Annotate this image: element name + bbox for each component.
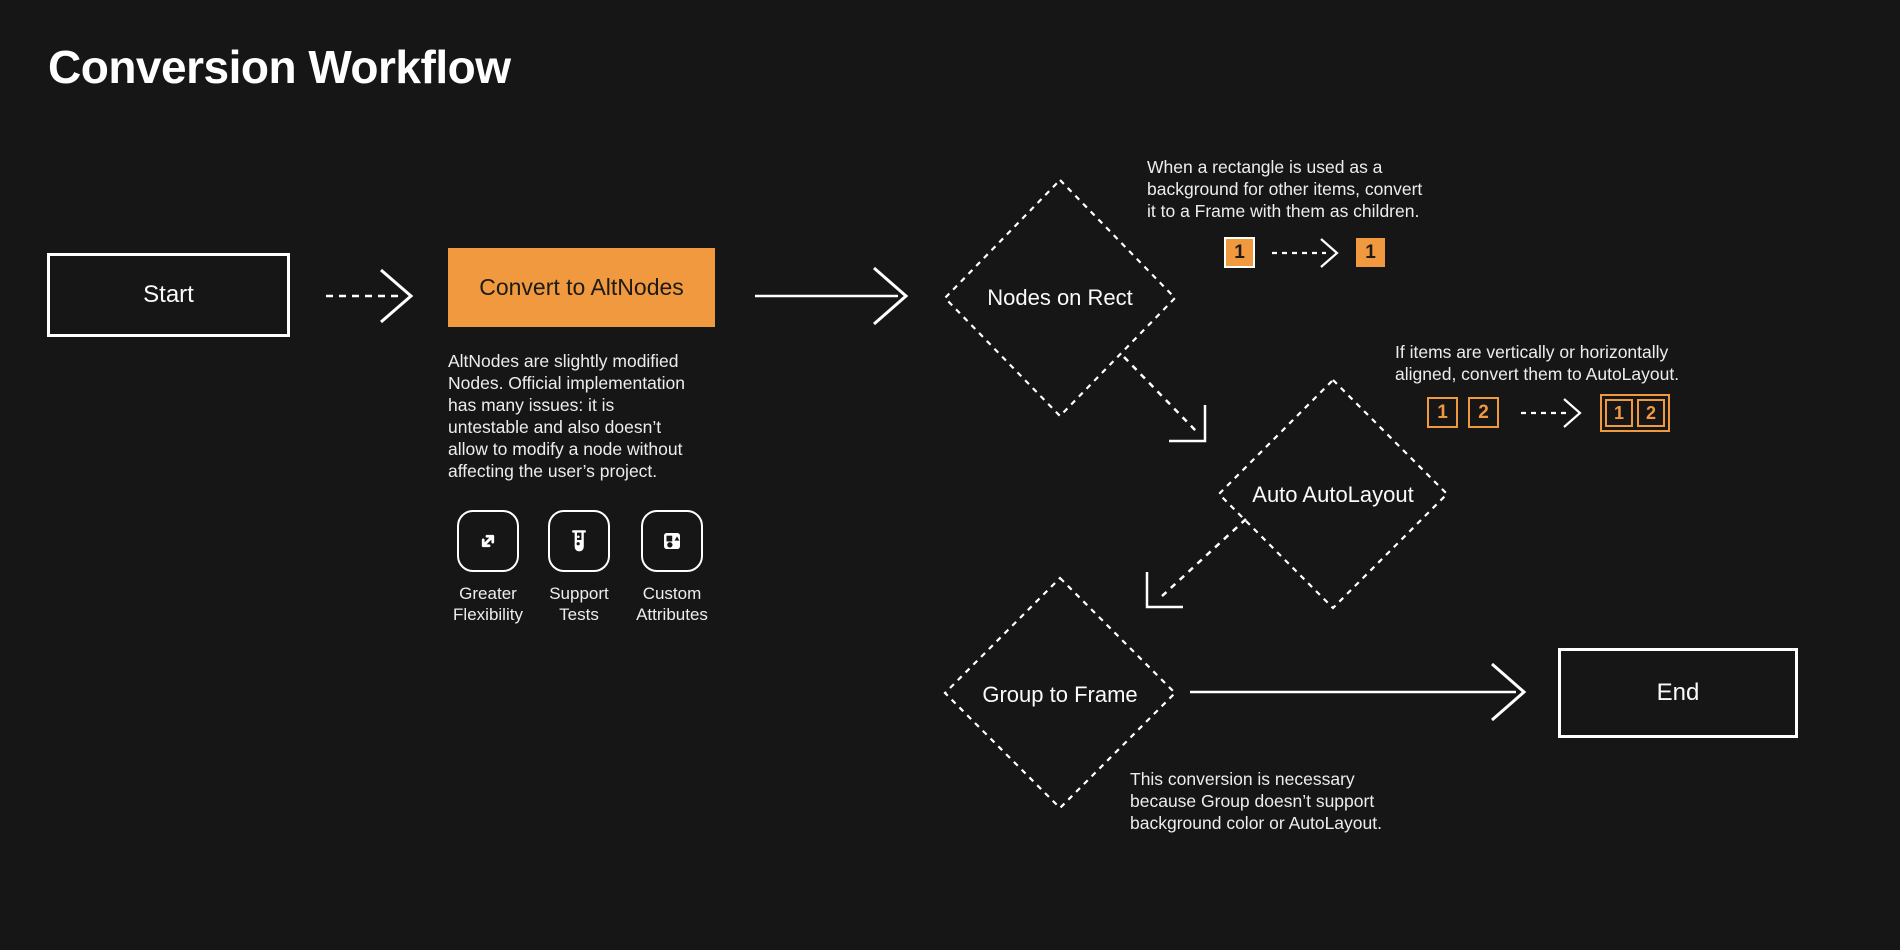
diamond-auto-autolayout bbox=[1217, 378, 1449, 610]
benefit-custom-attributes: Custom Attributes bbox=[620, 510, 724, 625]
benefit-support-tests: Support Tests bbox=[527, 510, 631, 625]
arrow-nodes-on-rect-to-auto-autolayout bbox=[1123, 356, 1207, 443]
demo-item-2: 2 bbox=[1468, 397, 1499, 428]
demo-frame-after-box: 1 bbox=[1356, 238, 1385, 267]
node-auto-autolayout-label: Auto AutoLayout bbox=[1252, 482, 1414, 507]
arrow-group-to-frame-to-end bbox=[1190, 662, 1527, 722]
demo-autolayout-group: 1 2 bbox=[1600, 394, 1670, 432]
demo-items-before: 1 2 bbox=[1427, 397, 1499, 428]
benefit-label: Custom Attributes bbox=[636, 584, 708, 624]
node-convert-label: Convert to AltNodes bbox=[479, 274, 684, 300]
annotation-autolayout: If items are vertically or horizontally … bbox=[1395, 342, 1680, 384]
arrow-convert-to-nodes-on-rect bbox=[755, 266, 909, 326]
benefit-greater-flexibility: Greater Flexibility bbox=[436, 510, 540, 625]
demo-item-1: 1 bbox=[1605, 399, 1633, 427]
shapes-icon bbox=[641, 510, 703, 572]
demo-item-2: 2 bbox=[1637, 399, 1665, 427]
node-convert-to-altnodes: Convert to AltNodes bbox=[448, 248, 715, 327]
expand-arrows-icon bbox=[457, 510, 519, 572]
test-tube-icon bbox=[548, 510, 610, 572]
arrow-auto-autolayout-to-group-to-frame bbox=[1145, 518, 1247, 609]
altnodes-description: AltNodes are slightly modified Nodes. Of… bbox=[448, 351, 686, 481]
benefit-label: Support Tests bbox=[549, 584, 609, 624]
node-start: Start bbox=[47, 253, 290, 337]
demo-item-1: 1 bbox=[1427, 397, 1458, 428]
node-group-to-frame-label: Group to Frame bbox=[982, 682, 1138, 707]
annotation-group-frame: This conversion is necessary because Gro… bbox=[1130, 769, 1382, 833]
node-end: End bbox=[1558, 648, 1798, 738]
arrow-demo-rect-to-frame bbox=[1272, 238, 1339, 268]
demo-rect-before-box: 1 bbox=[1224, 237, 1255, 268]
node-nodes-on-rect-label: Nodes on Rect bbox=[987, 285, 1133, 310]
page-title: Conversion Workflow bbox=[48, 41, 511, 93]
node-end-label: End bbox=[1656, 679, 1700, 706]
arrow-demo-autolayout bbox=[1521, 398, 1582, 428]
node-start-label: Start bbox=[143, 281, 194, 308]
arrow-start-to-convert bbox=[326, 268, 414, 324]
benefit-label: Greater Flexibility bbox=[453, 584, 523, 624]
annotation-rect-to-frame: When a rectangle is used as a background… bbox=[1147, 157, 1423, 221]
diamond-group-to-frame bbox=[943, 576, 1177, 810]
